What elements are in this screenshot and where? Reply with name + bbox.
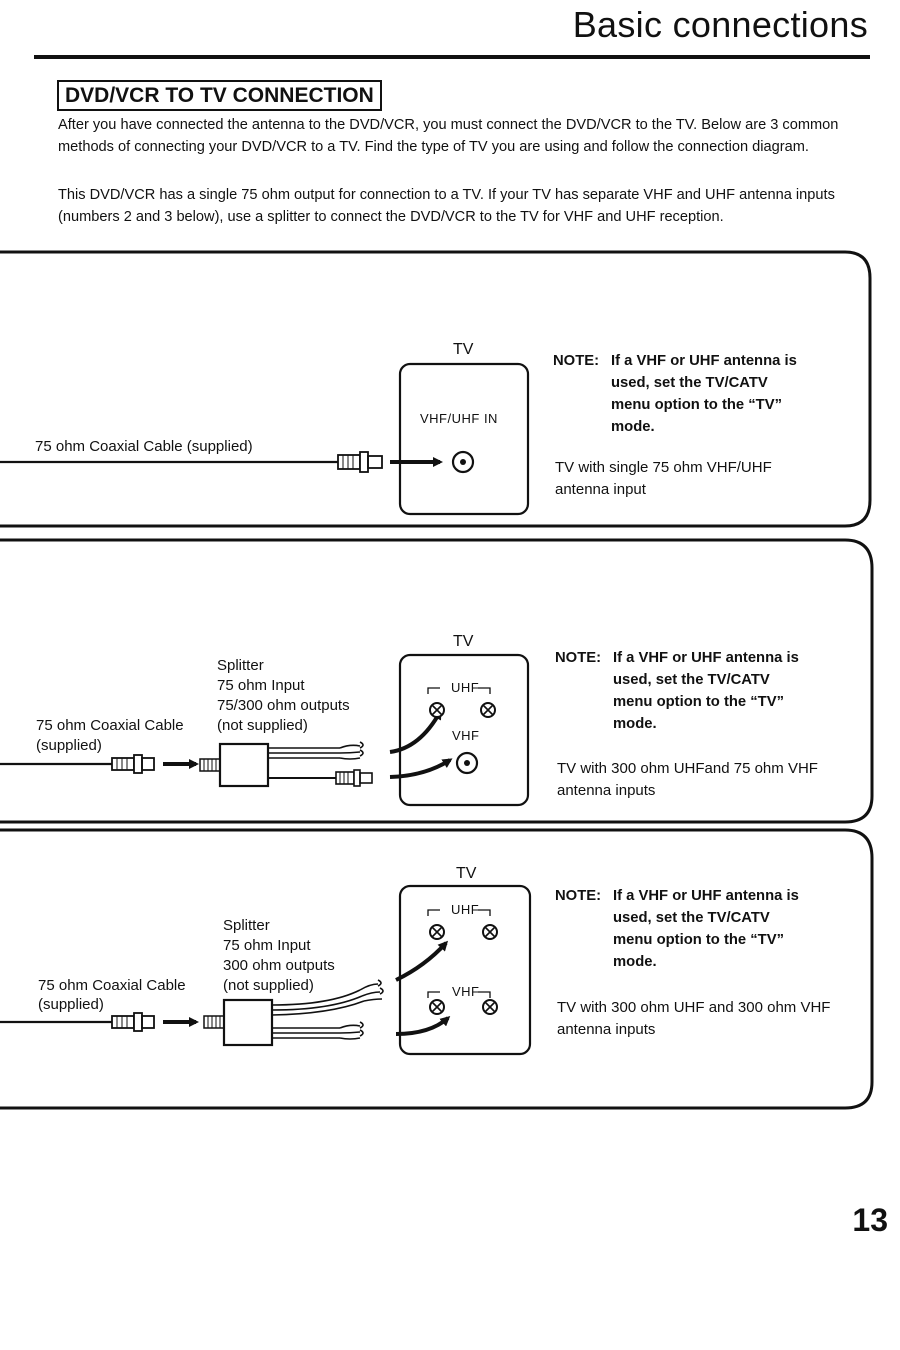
diagram-2-splitter-label: Splitter 75 ohm Input 75/300 ohm outputs…: [217, 657, 350, 734]
diagram-3-uhf-terminals: [427, 909, 498, 940]
diagram-3-cable-label-supplied: (supplied): [38, 996, 104, 1013]
diagram-1-cable: [0, 451, 383, 473]
diagram-2-tv-box: [398, 653, 530, 807]
diagram-2-vhf-label: VHF: [452, 728, 480, 743]
diagram-2-splitter: [199, 741, 373, 788]
diagram-2-vhf-jack: [455, 751, 479, 775]
diagram-2-tv-label: TV: [453, 633, 474, 650]
diagram-2-connection-arrows: [389, 709, 453, 779]
diagram-1-antenna-jack: [451, 450, 475, 474]
diagram-3-description: TV with 300 ohm UHF and 300 ohm VHF ante…: [557, 999, 831, 1038]
diagram-3-cable-label: 75 ohm Coaxial Cable: [38, 977, 186, 994]
diagram-3-uhf-label: UHF: [451, 902, 480, 917]
diagram-1-description: TV with single 75 ohm VHF/UHF antenna in…: [555, 459, 772, 498]
diagram-2-cable-label-supplied: (supplied): [36, 737, 102, 754]
diagram-3-vhf-terminals: [427, 991, 498, 1015]
intro-paragraph-2: This DVD/VCR has a single 75 ohm output …: [58, 187, 835, 225]
diagram-3-splitter: [203, 979, 384, 1047]
diagram-3-cable: [0, 1012, 155, 1032]
diagram-3-note-text: If a VHF or UHF antenna is used, set the…: [613, 888, 799, 970]
page-number: 13: [852, 1202, 888, 1238]
diagram-1-note-label: NOTE:: [553, 353, 600, 369]
diagram-2-note-text: If a VHF or UHF antenna is used, set the…: [613, 650, 799, 732]
diagram-1-tv-label: TV: [453, 341, 474, 358]
diagram-2-cable-label: 75 ohm Coaxial Cable: [36, 717, 184, 734]
header-divider: [34, 55, 870, 59]
diagram-2-description: TV with 300 ohm UHFand 75 ohm VHF antenn…: [557, 760, 818, 799]
diagram-1-cable-label: 75 ohm Coaxial Cable (supplied): [35, 438, 253, 455]
intro-paragraph-1: After you have connected the antenna to …: [58, 117, 839, 155]
diagram-3-tv-label: TV: [456, 865, 477, 882]
diagram-1-port-label: VHF/UHF IN: [420, 411, 498, 426]
diagram-3-vhf-label: VHF: [452, 984, 480, 999]
diagram-1-tv-box: [398, 362, 530, 516]
diagram-1-note-text: If a VHF or UHF antenna is used, set the…: [611, 353, 797, 435]
diagram-1-frame: [0, 250, 872, 528]
diagram-3-tv-box: [398, 884, 532, 1056]
diagram-3-note-label: NOTE:: [555, 888, 602, 904]
diagram-2-uhf-label: UHF: [451, 680, 480, 695]
diagram-2-note-label: NOTE:: [555, 650, 602, 666]
diagram-2-frame: [0, 538, 874, 824]
diagram-3-splitter-label: Splitter 75 ohm Input 300 ohm outputs (n…: [223, 917, 335, 994]
diagram-3-connection-arrows: [395, 940, 451, 1036]
diagram-2-cable: [0, 754, 155, 774]
section-title: DVD/VCR TO TV CONNECTION: [57, 80, 382, 111]
diagram-3-frame: [0, 828, 874, 1110]
page-title: Basic connections: [572, 4, 868, 45]
diagram-2-uhf-terminals: [427, 687, 496, 718]
